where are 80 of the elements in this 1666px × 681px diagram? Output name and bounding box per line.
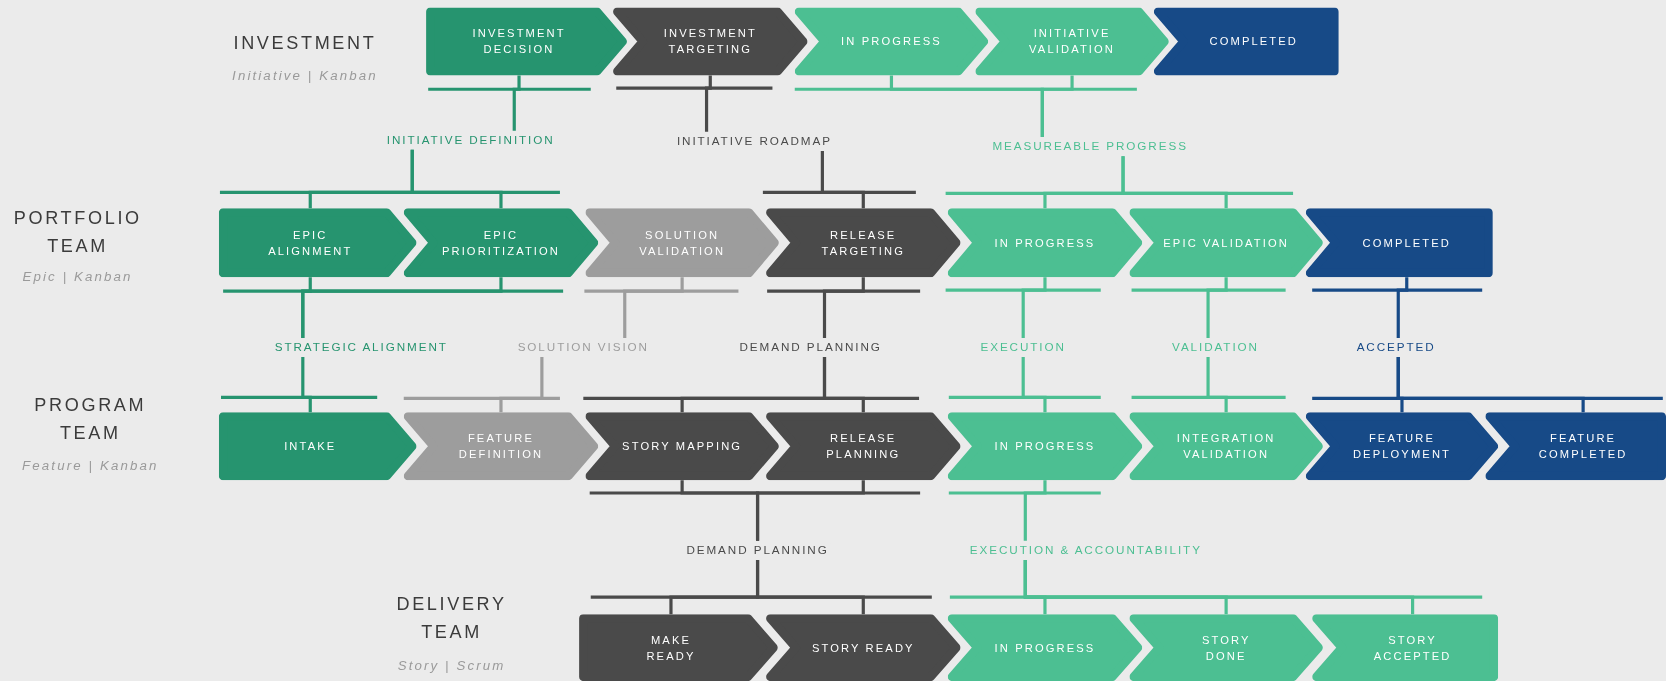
bracket-connector (623, 277, 684, 338)
chevron-step (1129, 208, 1323, 278)
bracket-connector (1206, 357, 1228, 413)
board-type: Feature | Kanban (22, 457, 159, 473)
team-name: PROGRAM TEAM (33, 394, 148, 446)
bracket-connector (301, 357, 312, 413)
step-label: COMPLETED (1209, 33, 1299, 50)
step-label: SOLUTION VALIDATION (639, 226, 726, 259)
step-label: IN PROGRESS (994, 234, 1096, 251)
step-label: COMPLETED (1362, 234, 1452, 251)
chevron-step (579, 614, 778, 681)
chevron-step (947, 208, 1143, 278)
chevron-step (1312, 614, 1499, 681)
step-label: INTEGRATION VALIDATION (1176, 430, 1276, 463)
bracket-connector (704, 75, 712, 132)
step-label: FEATURE DEFINITION (458, 430, 544, 463)
bracket-connector (301, 277, 503, 338)
bracket-connector (499, 357, 544, 413)
bracket-connector (1023, 559, 1415, 615)
step-label: RELEASE TARGETING (821, 226, 905, 259)
chevron-step (947, 614, 1143, 681)
step-label: EPIC ALIGNMENT (268, 226, 353, 259)
chevron-step (426, 7, 627, 76)
chevron-step (1485, 412, 1666, 481)
team-name: INVESTMENT (233, 31, 377, 56)
board-type: Initiative | Kanban (232, 68, 378, 83)
chevron-step (1305, 208, 1493, 278)
bracket-connector (1023, 480, 1047, 541)
step-label: STORY READY (811, 639, 915, 656)
chevron-step (1153, 7, 1339, 76)
bracket-connector (755, 480, 865, 541)
bracket-connector (1021, 357, 1047, 413)
bracket-connector (1021, 277, 1047, 338)
step-label: FEATURE COMPLETED (1538, 430, 1628, 463)
step-label: RELEASE PLANNING (826, 430, 901, 463)
bracket-connector (410, 149, 503, 209)
chevron-step (1129, 412, 1323, 481)
bracket-connector (1206, 277, 1228, 338)
bracket-connector (755, 559, 865, 615)
step-label: MAKE READY (646, 631, 696, 664)
step-label: STORY DONE (1201, 631, 1251, 664)
chevron-step (794, 7, 989, 76)
chevron-step (766, 614, 961, 681)
chevron-step (403, 208, 599, 278)
board-type: Story | Scrum (397, 658, 506, 674)
board-type: Epic | Kanban (22, 268, 133, 284)
bracket-connector (1396, 357, 1585, 413)
step-label: STORY ACCEPTED (1373, 631, 1452, 664)
bracket-connector (822, 357, 865, 413)
chevron-step (218, 208, 417, 278)
step-label: IN PROGRESS (841, 33, 942, 50)
chevron-step (613, 7, 808, 76)
chevron-step (1305, 412, 1499, 481)
bracket-connector (820, 150, 865, 209)
chevron-step (585, 412, 779, 481)
team-name: PORTFOLIO TEAM (13, 207, 142, 259)
chevron-step (975, 7, 1169, 76)
chevron-step (218, 412, 417, 481)
bracket-connector (822, 277, 865, 338)
chevron-step (947, 412, 1143, 481)
step-label: IN PROGRESS (994, 438, 1096, 455)
step-label: STORY MAPPING (622, 438, 743, 455)
step-label: EPIC PRIORITIZATION (441, 226, 561, 259)
chevron-step (766, 208, 961, 278)
step-label: INVESTMENT TARGETING (663, 25, 757, 58)
chevron-step (403, 412, 599, 481)
chevron-step (1129, 614, 1323, 681)
bracket-connector (1040, 75, 1074, 138)
step-label: INVESTMENT DECISION (472, 25, 566, 58)
bracket-connector (1396, 277, 1409, 338)
chevron-step (766, 412, 961, 481)
bracket-connector (1121, 156, 1228, 209)
step-label: IN PROGRESS (994, 639, 1096, 656)
step-label: INITIATIVE VALIDATION (1029, 25, 1116, 58)
bracket-connector (512, 75, 521, 131)
team-name: DELIVERY TEAM (395, 592, 508, 644)
step-label: FEATURE DEPLOYMENT (1352, 430, 1452, 463)
step-label: EPIC VALIDATION (1163, 234, 1289, 251)
step-label: INTAKE (284, 438, 337, 455)
chevron-step (585, 208, 779, 278)
